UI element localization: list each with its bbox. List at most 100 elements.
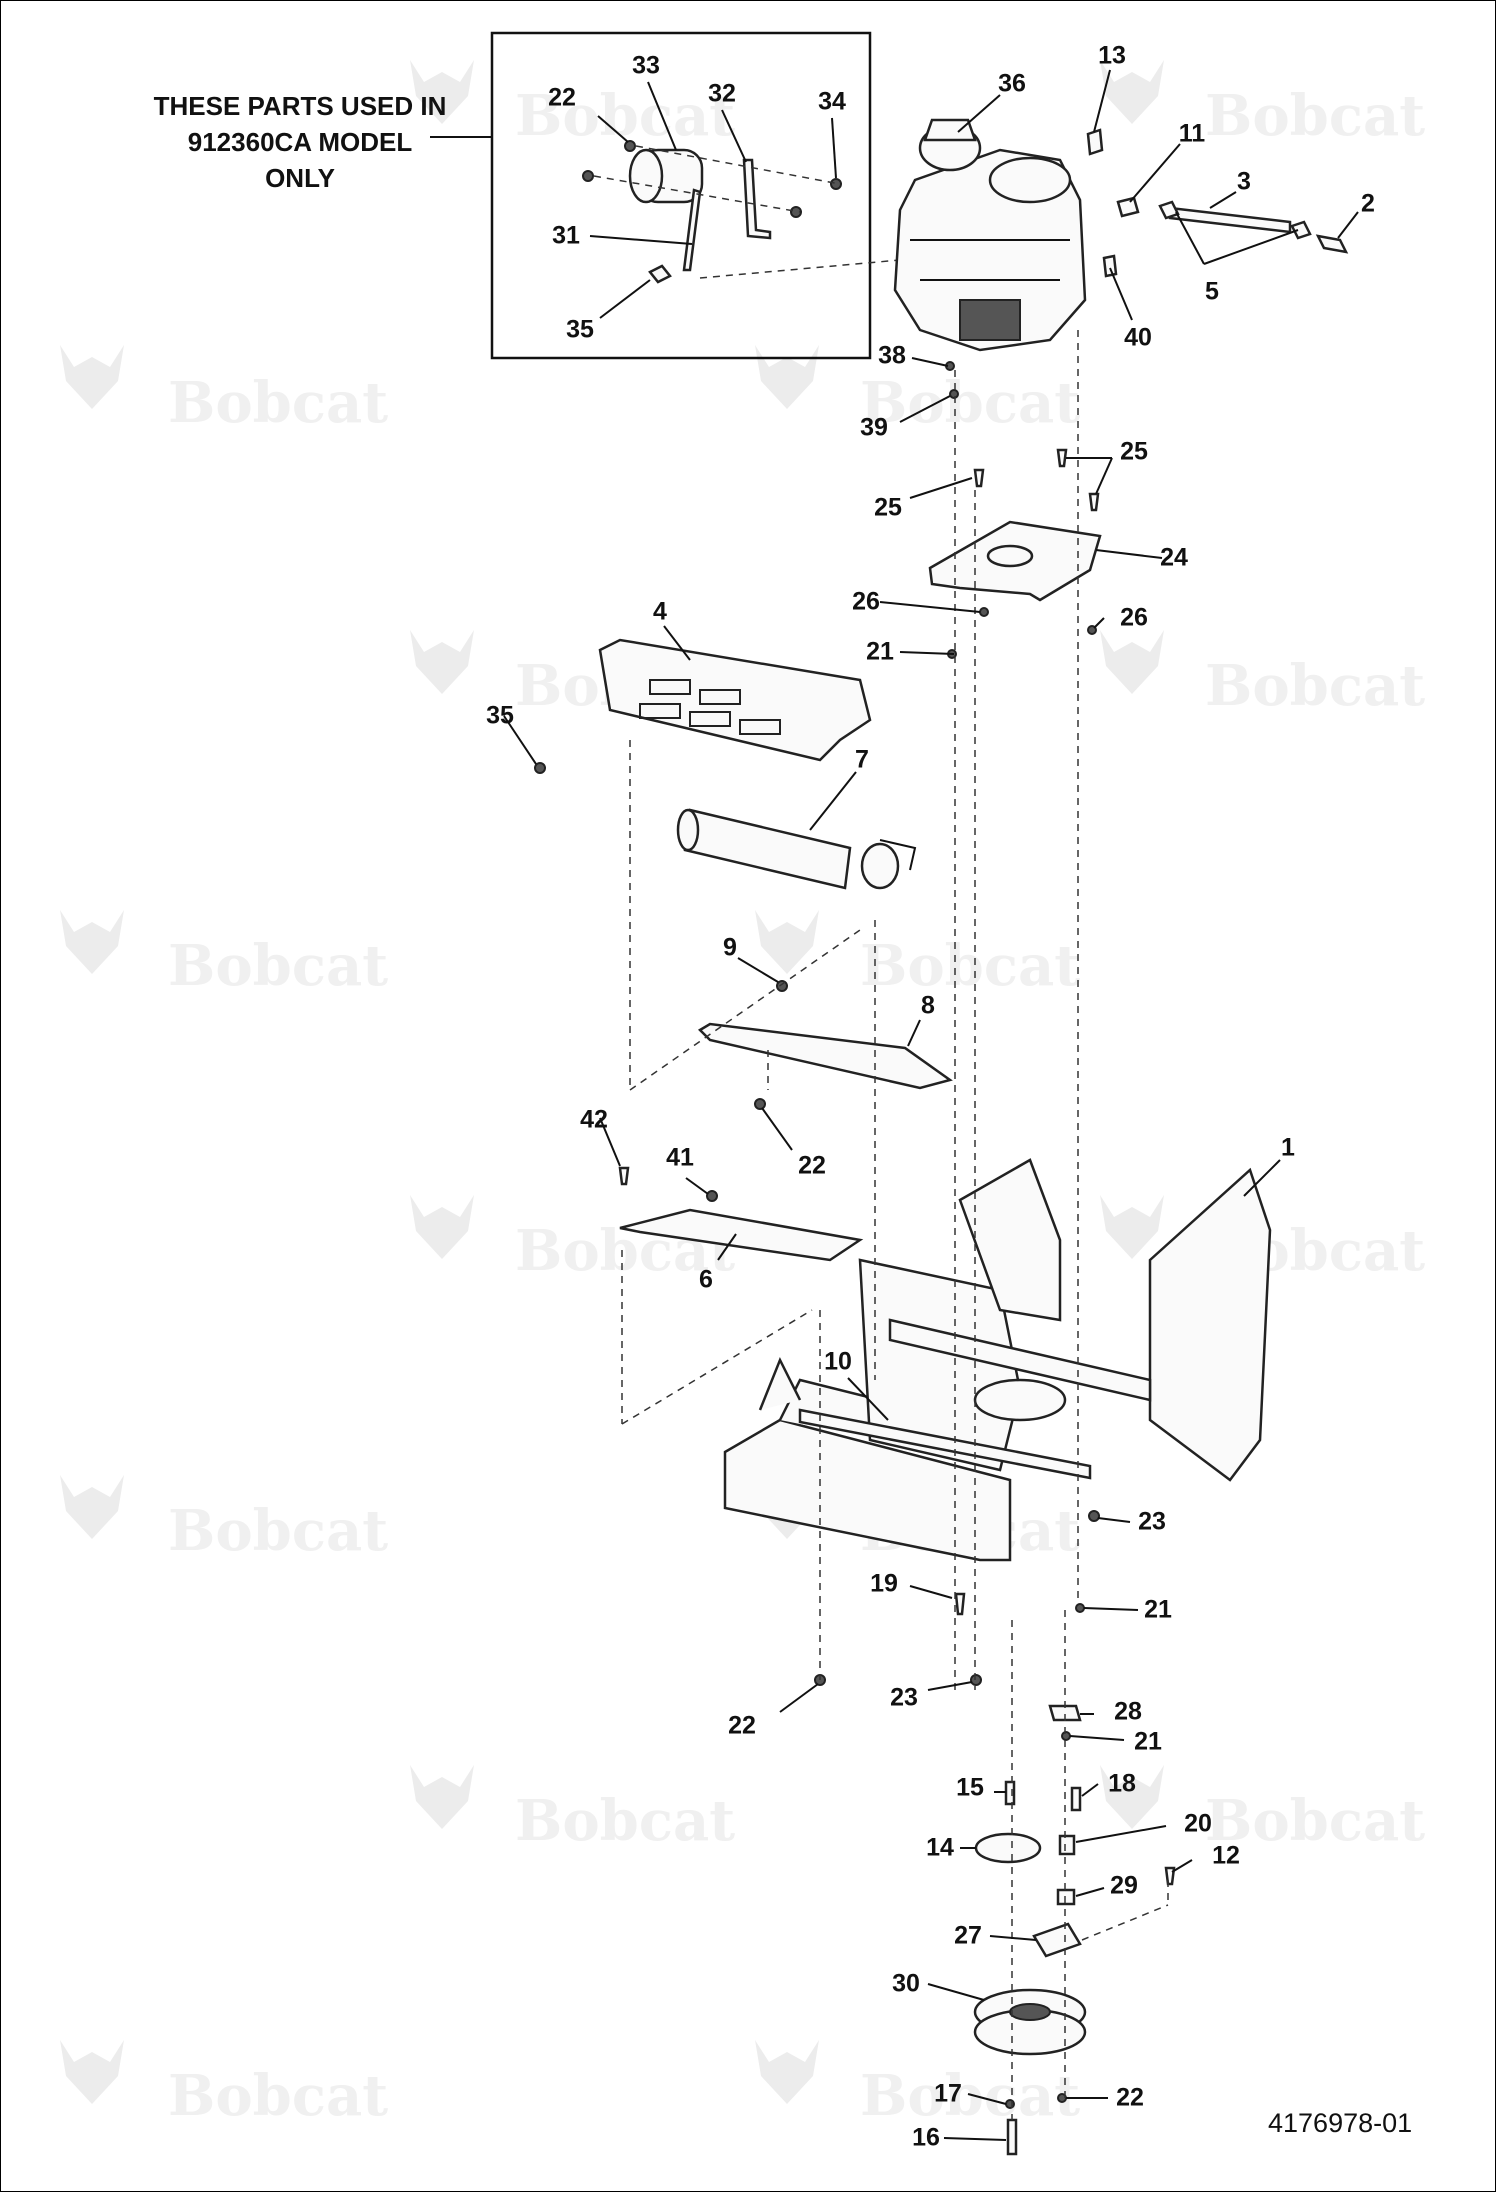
callout-41: 41 [666, 1143, 694, 1172]
watermark-text: Bobcat [1205, 653, 1425, 719]
anti-rotation-bracket-part [1032, 1922, 1082, 1958]
inset-note-line-1: THESE PARTS USED IN [153, 91, 447, 121]
callout-23: 23 [1138, 1507, 1166, 1536]
callout-8: 8 [921, 991, 935, 1020]
muffler-part [676, 808, 917, 890]
watermark-text: Bobcat [1205, 1788, 1425, 1854]
callout-2: 2 [1361, 189, 1375, 218]
pivot-2-part [1315, 234, 1349, 254]
callout-31: 31 [552, 221, 580, 250]
callout-20: 20 [1184, 1809, 1212, 1838]
callout-9: 9 [723, 933, 737, 962]
watermark-text: Bobcat [860, 933, 1080, 999]
callout-6: 6 [699, 1265, 713, 1294]
watermark-text: Bobcat [860, 2063, 1080, 2129]
callout-29: 29 [1110, 1871, 1138, 1900]
callout-32: 32 [708, 79, 736, 108]
muffler-bracket-part [697, 1022, 953, 1090]
callout-21: 21 [866, 637, 894, 666]
callout-38: 38 [878, 341, 906, 370]
callout-15: 15 [956, 1773, 984, 1802]
screw-part [790, 206, 802, 218]
callout-30: 30 [892, 1969, 920, 1998]
watermark-text: Bobcat [860, 370, 1080, 436]
callout-12: 12 [1212, 1841, 1240, 1870]
cover-plate-part [619, 1208, 864, 1262]
main-frame-part [723, 1158, 1272, 1562]
nut-22-part [624, 140, 636, 152]
engine-part [893, 118, 1087, 352]
inset-note-line-2: 912360CA MODEL [187, 127, 413, 157]
callout-4: 4 [653, 597, 667, 626]
clip-35-part [648, 264, 672, 284]
pto-clutch-part [973, 1988, 1087, 2056]
watermark-text: Bobcat [168, 1498, 388, 1564]
fitting-11-part [1116, 196, 1140, 218]
callout-25: 25 [874, 493, 902, 522]
callout-27: 27 [954, 1921, 982, 1950]
bolt-25a-part [973, 468, 985, 488]
callout-26: 26 [852, 587, 880, 616]
callout-16: 16 [912, 2123, 940, 2152]
callout-17: 17 [934, 2079, 962, 2108]
bolt-18-part [1070, 1786, 1082, 1812]
rod-end-5b-part [1290, 220, 1312, 240]
callout-35: 35 [566, 315, 594, 344]
callout-36: 36 [998, 69, 1026, 98]
callout-5: 5 [1205, 277, 1219, 306]
callout-11: 11 [1178, 119, 1206, 148]
stud-20-part [1058, 1834, 1076, 1856]
nut-part [582, 170, 594, 182]
spacer-28-part [1048, 1704, 1082, 1722]
callout-10: 10 [824, 1347, 852, 1376]
callout-1: 1 [1281, 1133, 1295, 1162]
callout-35: 35 [486, 701, 514, 730]
bolt-25b-part [1056, 448, 1068, 468]
callout-33: 33 [632, 51, 660, 80]
callout-13: 13 [1098, 41, 1126, 70]
bracket-32-part [742, 158, 772, 240]
callout-24: 24 [1160, 543, 1188, 572]
watermark-text: Bobcat [168, 933, 388, 999]
callout-21: 21 [1144, 1595, 1172, 1624]
inset-note-line-3: ONLY [265, 163, 335, 193]
callout-42: 42 [580, 1105, 608, 1134]
nut-29-part [1056, 1888, 1076, 1906]
watermark-text: Bobcat [515, 83, 735, 149]
inset-note: THESE PARTS USED IN 912360CA MODEL ONLY [110, 88, 490, 196]
callout-leaders [503, 69, 1359, 2141]
callout-22: 22 [798, 1151, 826, 1180]
watermark-text: Bobcat [168, 370, 388, 436]
bolt-16-part [1006, 2118, 1018, 2156]
callout-21: 21 [1134, 1727, 1162, 1756]
callout-22: 22 [548, 83, 576, 112]
callout-34: 34 [818, 87, 846, 116]
watermark-text: Bobcat [1205, 83, 1425, 149]
screw-34-part [830, 178, 842, 190]
callout-22: 22 [728, 1711, 756, 1740]
callout-26: 26 [1120, 603, 1148, 632]
clip-40-part [1102, 254, 1118, 278]
inset-box [490, 31, 872, 360]
callout-28: 28 [1114, 1697, 1142, 1726]
callout-25: 25 [1120, 437, 1148, 466]
drawing-number: 4176978-01 [1268, 2108, 1413, 2138]
callout-7: 7 [855, 745, 869, 774]
bolt-25c-part [1088, 492, 1100, 512]
watermark-layer: Bobcat Bobcat Bobcat Bobcat Bobcat Bobca… [60, 60, 1425, 2129]
callout-39: 39 [860, 413, 888, 442]
callout-19: 19 [870, 1569, 898, 1598]
watermark-text: Bobcat [515, 1788, 735, 1854]
watermark-text: Bobcat [168, 2063, 388, 2129]
callout-3: 3 [1237, 167, 1251, 196]
callout-22: 22 [1116, 2083, 1144, 2112]
callout-14: 14 [926, 1833, 954, 1862]
callout-23: 23 [890, 1683, 918, 1712]
callout-18: 18 [1108, 1769, 1136, 1798]
callout-40: 40 [1124, 323, 1152, 352]
starter-solenoid-part [628, 148, 704, 204]
clip-13-part [1086, 128, 1104, 156]
